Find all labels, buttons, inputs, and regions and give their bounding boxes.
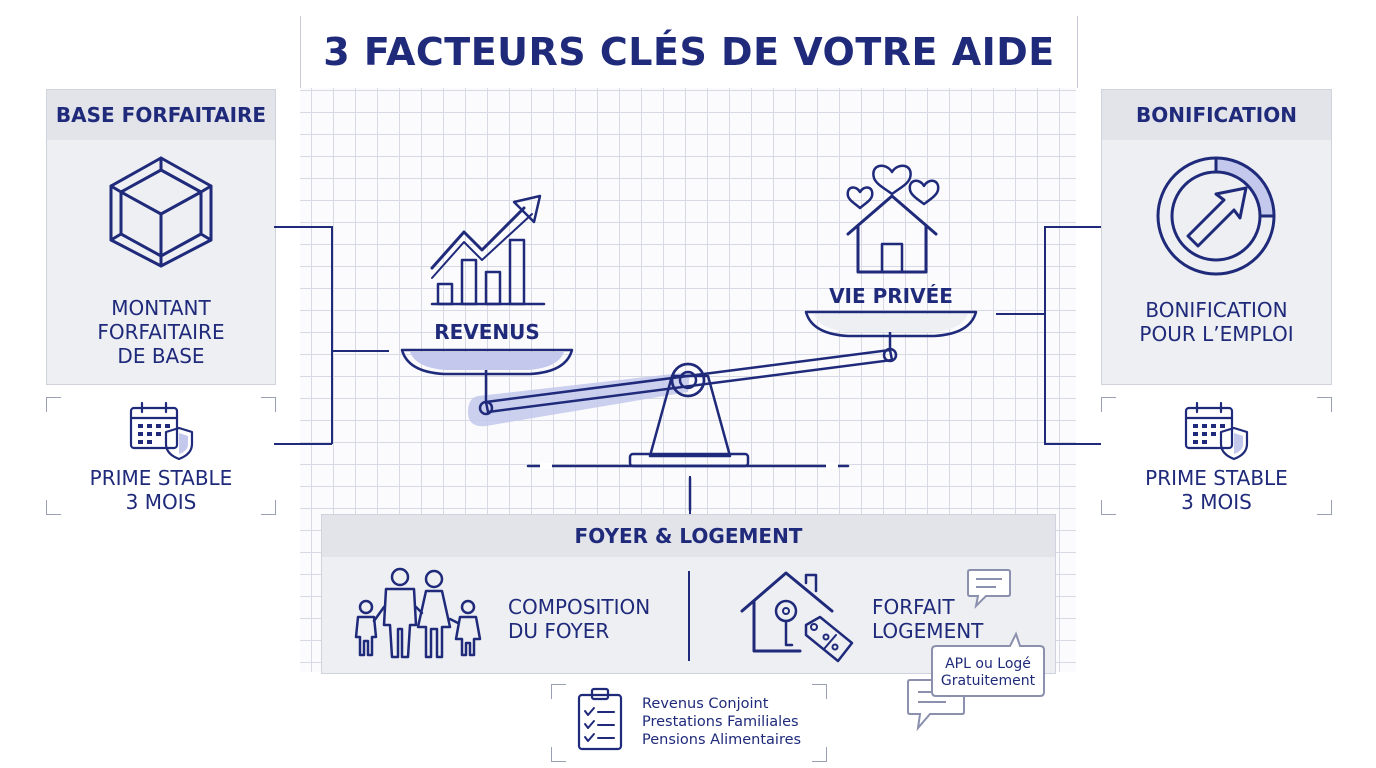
left-panel-label-line: MONTANT: [111, 296, 211, 320]
page-title: 3 FACTEURS CLÉS DE VOTRE AIDE: [300, 16, 1078, 88]
calendar-shield-icon: [1184, 400, 1250, 461]
left-panel-label-line: DE BASE: [117, 344, 205, 368]
connector-line: [331, 226, 333, 444]
calendar-shield-icon: [129, 400, 195, 461]
scale-right-label: VIE PRIVÉE: [829, 284, 953, 308]
clipboard-checklist-icon: [576, 687, 624, 751]
left-panel-header: BASE FORFAITAIRE: [47, 90, 275, 140]
connector-line: [1044, 226, 1101, 228]
apl-bubble: APL ou Logé Gratuitement: [930, 631, 1046, 698]
right-panel-label-line: POUR L’EMPLOI: [1139, 322, 1294, 346]
right-panel-label: BONIFICATION POUR L’EMPLOI: [1102, 298, 1331, 346]
composition-foyer-label: COMPOSITION DU FOYER: [508, 595, 650, 643]
right-prime-stable-line: 3 MOIS: [1181, 490, 1252, 514]
left-prime-stable-line: 3 MOIS: [125, 490, 197, 514]
forfait-logement-line: LOGEMENT: [872, 619, 984, 643]
house-key-tag-icon: [740, 569, 856, 663]
gauge-arrow-icon: [1154, 154, 1278, 278]
connector-line: [274, 226, 332, 228]
connector-line: [996, 313, 1045, 315]
house-hearts-icon: [840, 148, 944, 274]
cube-icon: [105, 156, 217, 268]
forfait-logement-label: FORFAIT LOGEMENT: [872, 595, 983, 643]
right-prime-stable-box: PRIME STABLE 3 MOIS: [1101, 397, 1332, 515]
connector-line: [1044, 226, 1046, 444]
foyer-logement-header: FOYER & LOGEMENT: [322, 515, 1055, 557]
balance-scale: REVENUS VIE PRIVÉE: [390, 140, 990, 512]
apl-bubble-line: Gratuitement: [940, 673, 1036, 689]
connector-line: [331, 350, 389, 352]
left-panel-label-line: FORFAITAIRE: [97, 320, 225, 344]
left-prime-stable-box: PRIME STABLE 3 MOIS: [46, 397, 276, 515]
panel-divider: [688, 571, 690, 661]
checklist-items: Revenus Conjoint Prestations Familiales …: [642, 695, 801, 749]
checklist-item: Revenus Conjoint: [642, 696, 769, 712]
right-panel-header: BONIFICATION: [1102, 90, 1331, 140]
left-panel-label: MONTANT FORFAITAIRE DE BASE: [47, 296, 275, 368]
apl-bubble-line: APL ou Logé: [945, 656, 1031, 672]
left-prime-stable-label: PRIME STABLE 3 MOIS: [47, 466, 275, 514]
composition-foyer-line: COMPOSITION: [508, 595, 651, 619]
growth-chart-icon: [428, 192, 548, 310]
chat-icon: [966, 568, 1012, 610]
forfait-logement-line: FORFAIT: [872, 595, 955, 619]
family-icon: [350, 567, 484, 659]
connector-line: [689, 476, 691, 514]
right-prime-stable-line: PRIME STABLE: [1145, 466, 1288, 490]
left-prime-stable-line: PRIME STABLE: [89, 466, 233, 490]
apl-bubble-text: APL ou Logé Gratuitement: [932, 656, 1044, 690]
right-panel-bonification: BONIFICATION BONIFICATION POUR L’EMPLOI: [1101, 89, 1332, 385]
left-panel-base-forfaitaire: BASE FORFAITAIRE MONTANT FORFAITAIRE DE …: [46, 89, 276, 385]
composition-foyer-line: DU FOYER: [508, 619, 610, 643]
checklist-item: Prestations Familiales: [642, 714, 799, 730]
connector-line: [1044, 443, 1101, 445]
right-panel-label-line: BONIFICATION: [1145, 298, 1288, 322]
checklist-item: Pensions Alimentaires: [642, 732, 802, 748]
right-prime-stable-label: PRIME STABLE 3 MOIS: [1102, 466, 1331, 514]
checklist-box: Revenus Conjoint Prestations Familiales …: [551, 684, 827, 762]
connector-line: [274, 443, 332, 445]
scale-left-label: REVENUS: [434, 320, 540, 344]
